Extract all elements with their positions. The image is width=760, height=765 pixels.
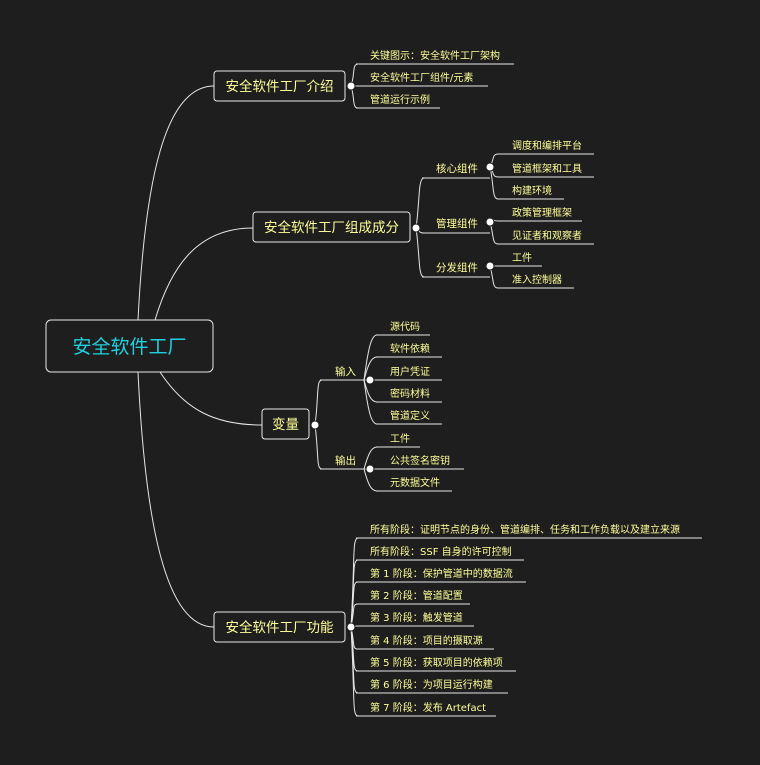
functions-leaf: 第 4 阶段：项目的摄取源 (370, 634, 483, 647)
branch-functions-node[interactable] (213, 611, 346, 643)
root-connectors (137, 85, 263, 628)
components-group-label: 管理组件 (436, 217, 478, 230)
root-label: 安全软件工厂 (72, 336, 186, 358)
components-leaf: 工件 (512, 252, 532, 264)
branch-intro: 安全软件工厂介绍 关键图示：安全软件工厂架构 安全软件工厂组件/元素 管道运行示… (213, 49, 514, 109)
group-collapse-toggle[interactable] (365, 464, 375, 474)
root-node[interactable]: 安全软件工厂 (45, 319, 214, 373)
variables-leaf: 公共签名密钥 (390, 454, 450, 467)
branch-intro-node[interactable] (213, 70, 346, 102)
variables-group-label: 输出 (335, 454, 356, 467)
branch-functions-label: 安全软件工厂功能 (226, 619, 334, 636)
variables-leaf: 元数据文件 (390, 476, 440, 489)
intro-leaf: 关键图示：安全软件工厂架构 (370, 49, 500, 62)
functions-leaf: 第 1 阶段：保护管道中的数据流 (370, 567, 513, 580)
components-leaf: 政策管理框架 (512, 206, 572, 219)
components-group-label: 分发组件 (436, 261, 478, 274)
components-group-label: 核心组件 (436, 162, 478, 175)
components-leaf: 调度和编排平台 (512, 139, 582, 152)
variables-leaf: 软件依赖 (390, 342, 430, 355)
branch-functions-collapse-toggle[interactable] (346, 622, 356, 632)
branch-functions: 安全软件工厂功能 所有阶段：证明节点的身份、管道编排、任务和工作负载以及建立来源… (213, 523, 702, 717)
group-collapse-toggle[interactable] (485, 261, 495, 271)
branch-intro-collapse-toggle[interactable] (346, 81, 356, 91)
functions-leaf: 第 7 阶段：发布 Artefact (370, 701, 486, 714)
branch-variables-collapse-toggle[interactable] (310, 420, 320, 430)
functions-leaf: 所有阶段：SSF 自身的许可控制 (370, 545, 512, 558)
branch-variables-node[interactable] (261, 408, 310, 440)
variables-group-label: 输入 (335, 365, 356, 378)
branch-components: 安全软件工厂组成成分 核心组件 管理组件 分发组件 调度和编排平台 管道框架和工… (252, 139, 594, 289)
group-collapse-toggle[interactable] (485, 217, 495, 227)
components-leaf: 构建环境 (512, 184, 552, 197)
group-collapse-toggle[interactable] (485, 162, 495, 172)
components-leaf: 管道框架和工具 (512, 162, 582, 175)
branch-components-node[interactable] (252, 211, 411, 243)
variables-leaf: 工件 (390, 433, 410, 445)
variables-leaf: 管道定义 (390, 409, 430, 422)
functions-leaf: 第 2 阶段：管道配置 (370, 589, 463, 602)
variables-leaf: 源代码 (390, 320, 420, 333)
functions-leaf: 所有阶段：证明节点的身份、管道编排、任务和工作负载以及建立来源 (370, 523, 680, 536)
branch-intro-label: 安全软件工厂介绍 (226, 78, 334, 95)
branch-components-collapse-toggle[interactable] (411, 223, 421, 233)
variables-leaf: 用户凭证 (390, 365, 430, 378)
branch-components-label: 安全软件工厂组成成分 (264, 219, 399, 236)
group-collapse-toggle[interactable] (365, 375, 375, 385)
functions-leaf: 第 6 阶段：为项目运行构建 (370, 678, 493, 691)
intro-leaf: 管道运行示例 (370, 93, 430, 106)
components-leaf: 准入控制器 (512, 273, 562, 286)
branch-variables: 变量 输入 输出 源代码 软件依赖 用户凭证 密码材料 管道定义 工件 公 (261, 320, 464, 492)
branch-variables-label: 变量 (272, 417, 299, 433)
functions-leaf: 第 3 阶段：触发管道 (370, 611, 463, 624)
intro-leaf: 安全软件工厂组件/元素 (370, 71, 473, 84)
components-leaf: 见证者和观察者 (512, 229, 582, 242)
variables-leaf: 密码材料 (390, 387, 430, 400)
functions-leaf: 第 5 阶段：获取项目的依赖项 (370, 656, 503, 669)
